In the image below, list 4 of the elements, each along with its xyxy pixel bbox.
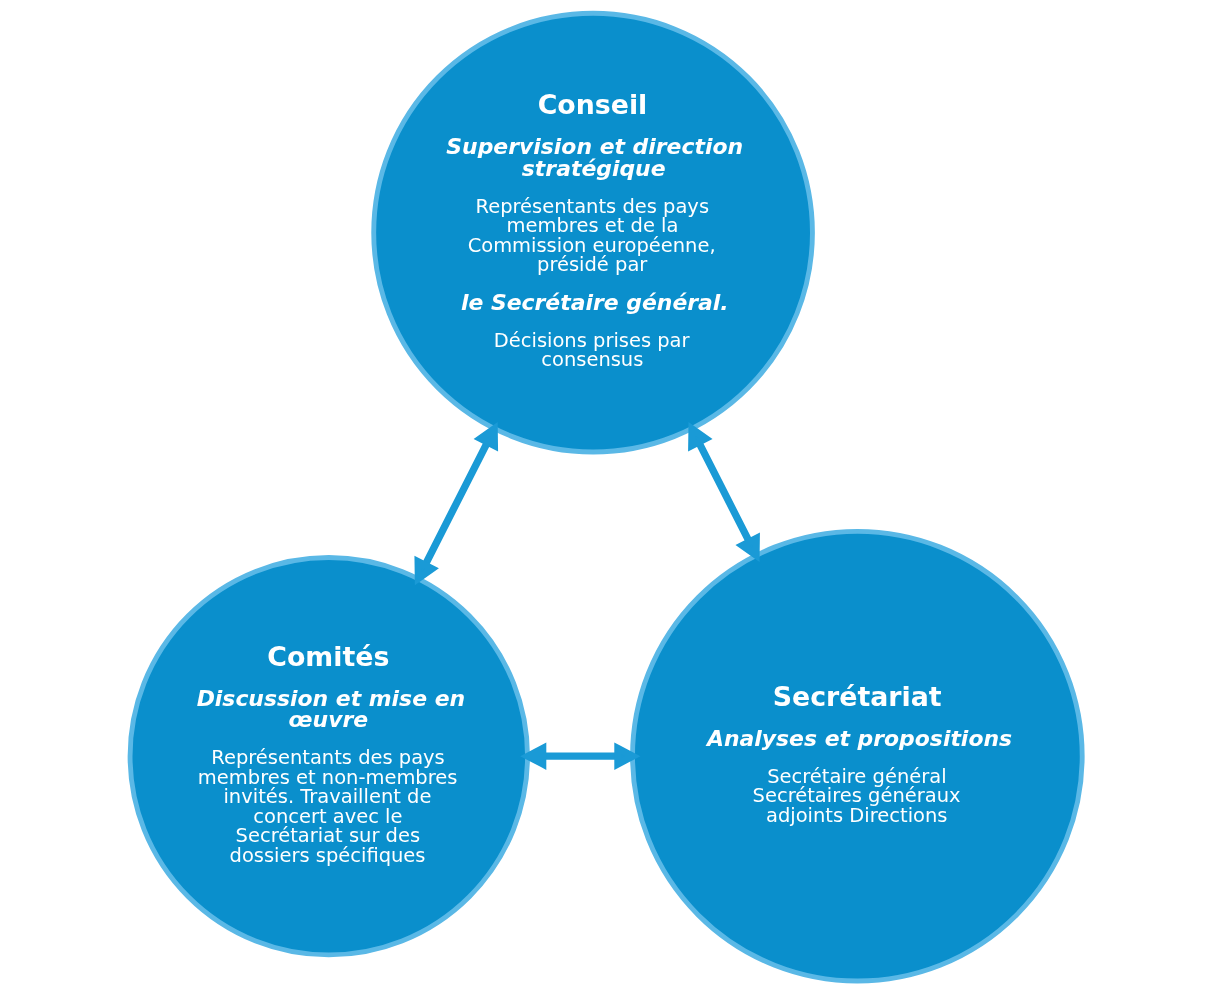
arrow	[413, 422, 498, 586]
arrow	[519, 742, 640, 770]
node-circle: Secrétariat Analyses et propositions Secrétaire général Secrétaires généraux adjoints Directions	[629, 528, 1085, 984]
arrow	[687, 422, 760, 563]
